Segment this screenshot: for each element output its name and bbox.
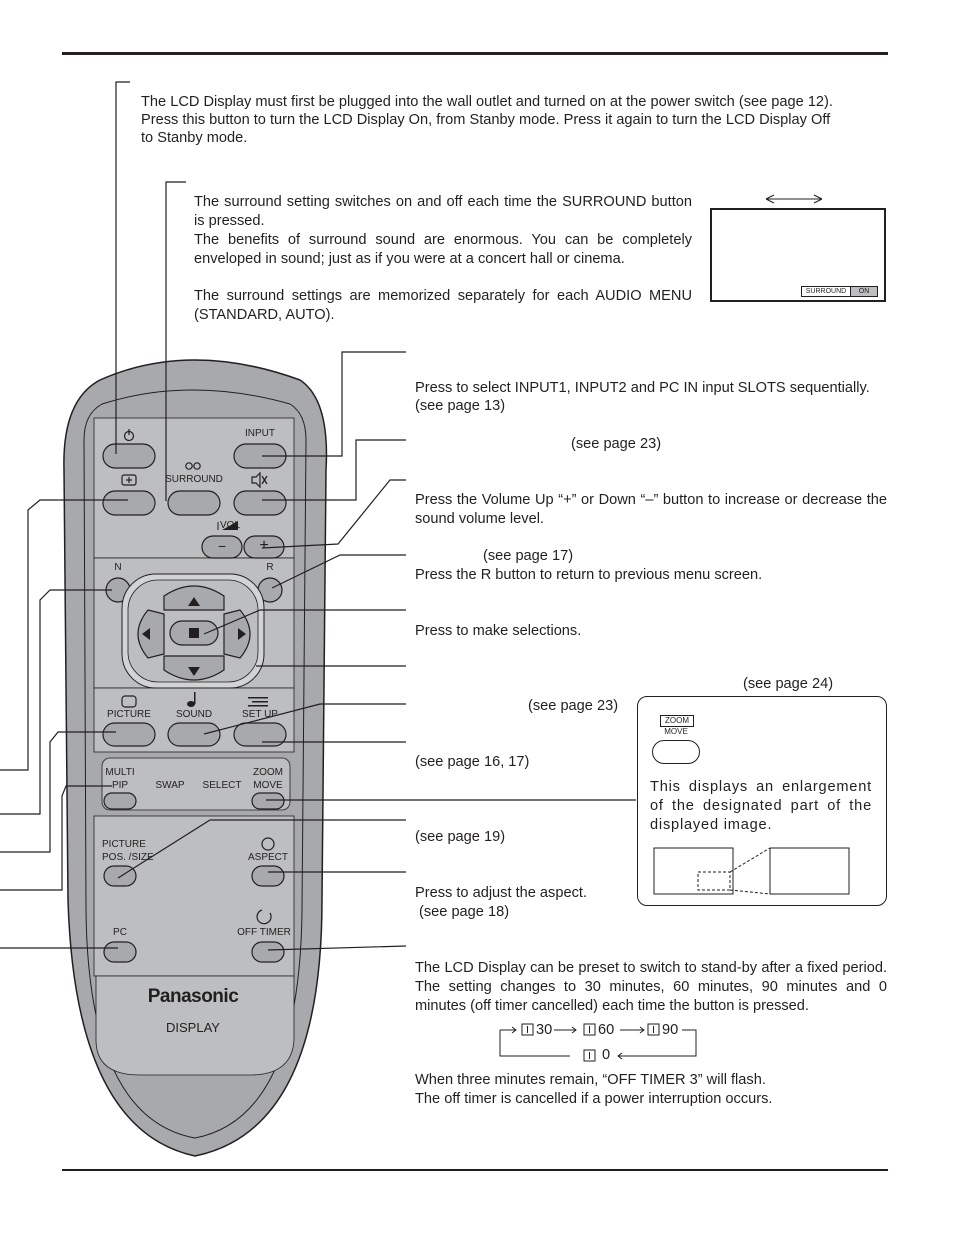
surround-icon [185,462,193,470]
zoom-key-top: ZOOM [660,715,694,727]
remote-move-label: MOVE [253,780,283,791]
remote-select-label: SELECT [202,780,242,791]
surround-osd-value: ON [850,286,878,297]
offtimer-90: 90 [662,1022,679,1038]
power-text-3: to Stanby mode. [141,130,248,146]
offtimer-button [251,941,285,963]
offtimer-cycle-diagram [499,1023,697,1062]
offtimer-icon [256,909,272,925]
top-rule [62,52,888,55]
remote-sound-label: SOUND [175,709,213,720]
surround-text-3: The surround settings are memorized sepa… [194,288,692,323]
setup-ref: (see page 16, 17) [415,754,530,770]
picture-icon [121,695,137,708]
offtimer-text: The LCD Display can be preset to switch … [415,960,887,1014]
mute-ref: (see page 23) [571,436,662,452]
pc-button [103,941,137,963]
mute-icon [251,471,261,489]
zoom-desc: This displays an enlargement of the desi… [650,779,872,833]
left-button [137,609,165,659]
power-button [102,443,156,469]
input-text: Press to select INPUT1, INPUT2 and PC IN… [415,380,870,396]
remote-picpos-label1: PICTURE [102,839,146,850]
surround-button [167,490,221,516]
aspect-ref: (see page 18) [419,904,510,920]
offtimer-60: 60 [598,1022,615,1038]
volume-text: Press the Volume Up “+” or Down “–” butt… [415,492,887,527]
sound-ref: (see page 23) [528,698,619,714]
surround-text-1: The surround setting switches on and off… [194,194,692,229]
power-text-1: The LCD Display must first be plugged in… [141,94,833,110]
zoom-key-bottom: MOVE [664,727,688,736]
remote-vol-label: VOL [220,520,241,531]
offtimer-note-1: When three minutes remain, “OFF TIMER 3”… [415,1072,766,1088]
remote-n-label: N [114,562,122,573]
zoom-button [251,792,285,810]
surround-osd-screen [710,208,886,302]
pip-button [103,792,137,810]
remote-vol-plus: + [259,537,269,554]
remote-input-label: INPUT [245,428,275,439]
remote-r-label: R [266,562,274,573]
aspect-icon [261,837,275,851]
vol-down-button [201,535,243,559]
sound-button [167,722,221,747]
display-button [102,490,156,516]
picture-button [102,722,156,747]
remote-picpos-label2: POS. /SIZE [102,852,154,863]
surround-text-2: The benefits of surround sound are enorm… [194,232,692,267]
zoom-key-button [652,740,700,764]
power-text-2: Press this button to turn the LCD Displa… [141,112,831,128]
offtimer-note-2: The off timer is cancelled if a power in… [415,1091,773,1107]
remote-zoom-label: ZOOM [253,767,283,778]
aspect-button [251,865,285,887]
display-icon [121,474,137,486]
surround-osd-label: SURROUND [801,286,851,297]
remote-aspect-label: ASPECT [247,852,288,863]
mute-button [233,490,287,516]
remote-setup-label: SET UP [242,709,278,720]
input-ref: (see page 13) [415,398,506,414]
offtimer-0: 0 [602,1047,611,1063]
setup-button [233,722,287,747]
remote-multi-label: MULTI [105,767,135,778]
aspect-text: Press to adjust the aspect. [415,885,587,901]
remote-pip-label: PIP [111,780,129,791]
zoom-ref: (see page 24) [743,676,834,692]
action-text: Press to make selections. [415,623,582,639]
remote-pc-label: PC [113,927,127,938]
zoom-diagram [653,847,850,895]
remote-picture-label: PICTURE [107,709,151,720]
surround-osd-arrow [765,194,823,204]
return-text: Press the R button to return to previous… [415,567,763,583]
remote-swap-label: SWAP [155,780,185,791]
brand-logo: Panasonic [147,986,239,1007]
model-label: DISPLAY [166,1020,220,1035]
sound-icon [187,701,195,707]
bottom-rule [62,1169,888,1171]
return-ref: (see page 17) [483,548,574,564]
remote-vol-minus: − [217,538,227,554]
remote-offtimer-label: OFF TIMER [237,927,291,938]
picpos-ref: (see page 19) [415,829,506,845]
zoom-panel [637,696,887,906]
offtimer-30: 30 [536,1022,553,1038]
remote-surround-label: SURROUND [165,474,223,485]
